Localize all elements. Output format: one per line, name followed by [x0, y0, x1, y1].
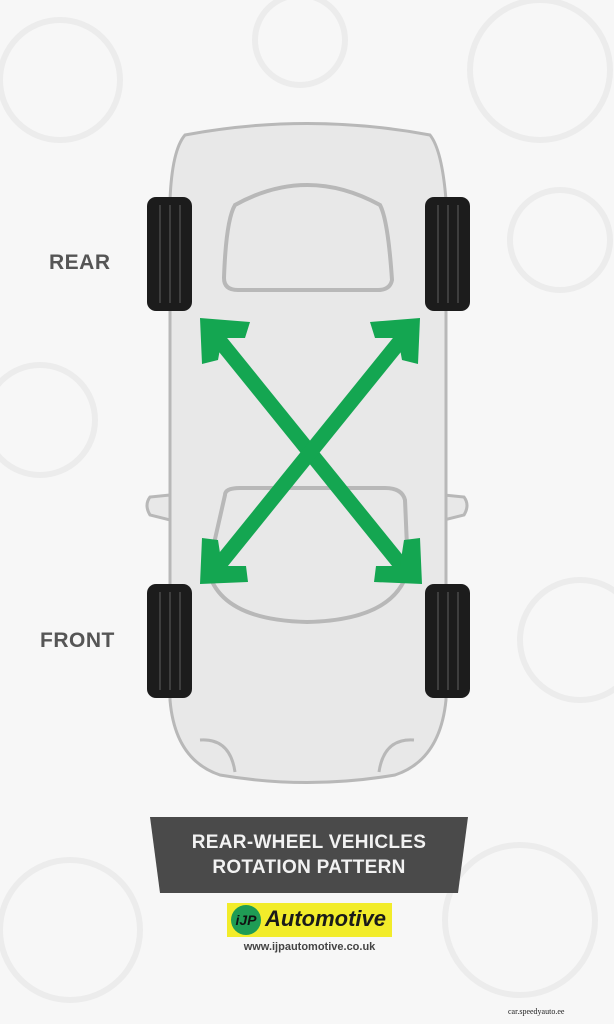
tire-icon	[147, 197, 470, 698]
title-line-1: REAR-WHEEL VEHICLES	[191, 832, 427, 853]
title-banner	[150, 817, 468, 893]
rear-window	[221, 183, 395, 292]
brand-logo: iJP Automotive	[227, 903, 392, 937]
rotation-arrows	[209, 330, 411, 575]
rear-label: REAR	[49, 251, 111, 274]
brand-url[interactable]: www.ijpautomotive.co.uk	[243, 941, 376, 953]
right-mirror	[442, 493, 469, 522]
title-line-2: ROTATION PATTERN	[212, 857, 406, 878]
front-label: FRONT	[40, 629, 115, 652]
brand-badge-icon: iJP	[231, 905, 261, 935]
windshield	[205, 486, 411, 625]
brand-name: Automotive	[265, 906, 386, 931]
image-credit: car.speedyauto.ee	[508, 1007, 565, 1016]
title-text: REAR-WHEEL VEHICLES ROTATION PATTERN	[150, 830, 468, 880]
arrow-heads	[200, 318, 422, 584]
left-mirror	[145, 493, 172, 522]
